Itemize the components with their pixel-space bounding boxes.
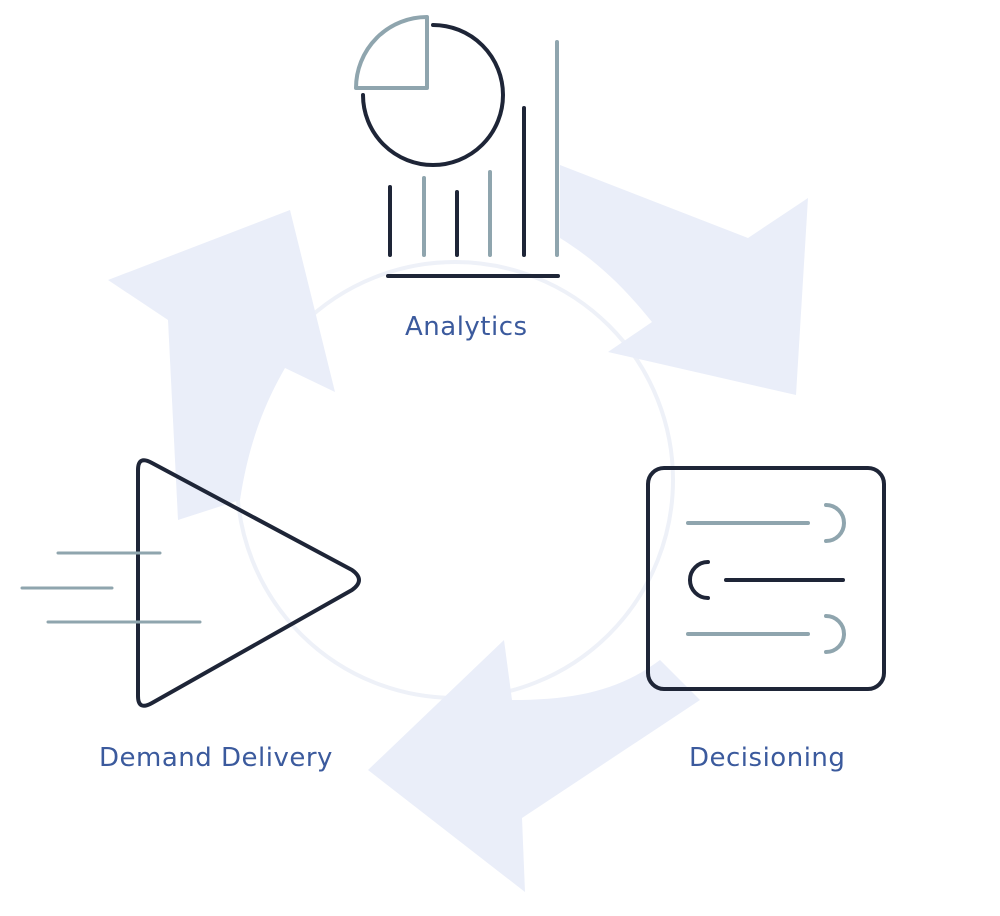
cycle-arrow-decisioning-to-delivery xyxy=(368,640,700,892)
label-demand-delivery: Demand Delivery xyxy=(99,743,333,773)
cycle-arrow-delivery-to-analytics xyxy=(108,210,335,520)
decision-box xyxy=(646,466,886,691)
slider-knob-2 xyxy=(688,560,710,600)
cycle-arrow-analytics-to-decisioning xyxy=(560,165,808,395)
label-decisioning: Decisioning xyxy=(689,743,846,773)
pie-arc-icon xyxy=(361,23,505,167)
slider-knob-1 xyxy=(824,503,846,543)
slider-knob-3 xyxy=(824,614,846,654)
play-triangle xyxy=(136,458,361,708)
fast-play-arrow-icon xyxy=(20,458,361,708)
decision-sliders-icon xyxy=(646,466,886,691)
label-analytics: Analytics xyxy=(405,312,528,342)
analytics-chart-icon xyxy=(354,15,560,278)
pie-slice-icon xyxy=(354,15,429,90)
